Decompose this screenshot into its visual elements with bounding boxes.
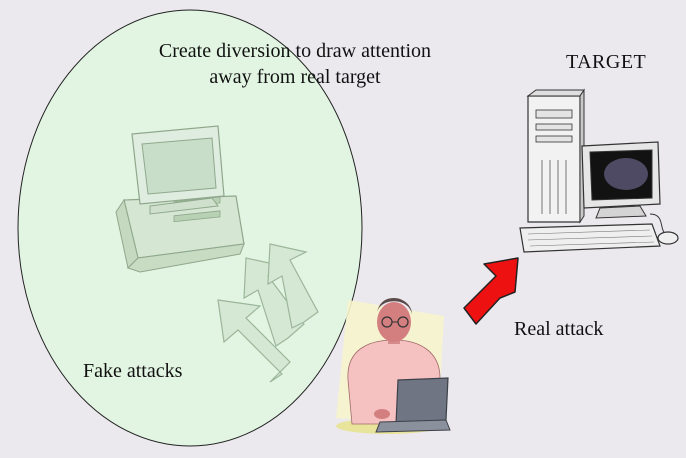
real-attack-arrow: [463, 257, 519, 325]
decoy-computer-icon: [115, 125, 245, 273]
attacker-person-icon: [336, 298, 451, 434]
fake-attack-arrow-3: [267, 243, 319, 329]
fake-attacks-label: Fake attacks: [83, 360, 183, 382]
target-computer-icon: [519, 88, 679, 253]
fake-attack-arrow-1: [217, 299, 291, 383]
fake-attack-arrows: [217, 243, 319, 383]
diversion-caption: Create diversion to draw attention away …: [158, 40, 432, 88]
real-attack-label: Real attack: [514, 318, 604, 340]
target-label: TARGET: [566, 51, 647, 73]
